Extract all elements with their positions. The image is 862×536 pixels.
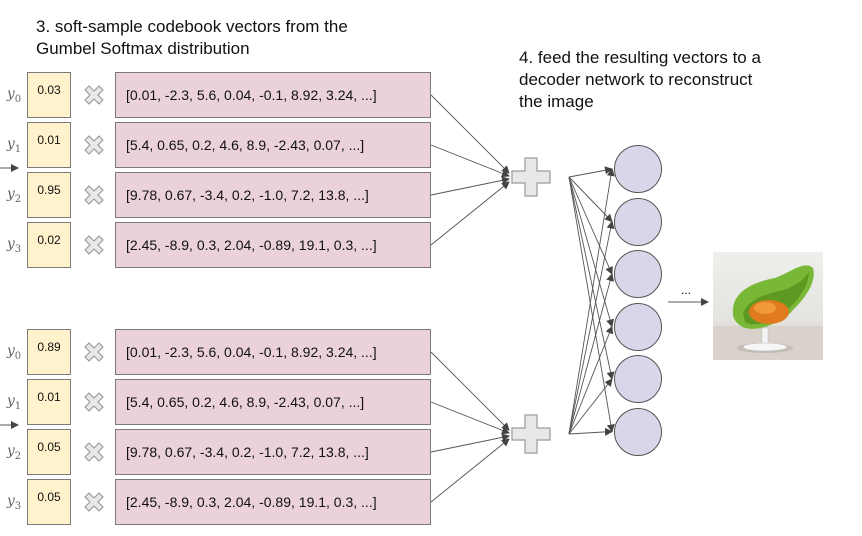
- sum-to-decoder-arrow: [568, 168, 615, 435]
- codebook-vector: [9.78, 0.67, -3.4, 0.2, -1.0, 7.2, 13.8,…: [115, 429, 431, 475]
- sum-to-decoder-arrow: [568, 273, 615, 435]
- decoder-node: [614, 197, 662, 246]
- codebook-index-label: y0: [6, 86, 22, 105]
- sum-to-decoder-arrow: [568, 378, 613, 435]
- decoder-node: [614, 145, 662, 193]
- probability-box: 0.03: [27, 72, 71, 118]
- codebook-vector: [5.4, 0.65, 0.2, 4.6, 8.9, -2.43, 0.07, …: [115, 379, 431, 425]
- decoder-node: [614, 407, 662, 456]
- vector-to-sum-arrow: [430, 401, 510, 435]
- step4-caption: 4. feed the resulting vectors to a decod…: [519, 48, 761, 111]
- multiply-x-icon: [81, 232, 107, 258]
- decoder-ellipsis: ...: [681, 283, 692, 297]
- codebook-index-label: y3: [6, 493, 22, 512]
- sum-to-decoder-arrow: [568, 427, 613, 436]
- probability-box: 0.05: [27, 429, 71, 475]
- multiply-x-icon: [81, 339, 107, 365]
- multiply-x-icon: [81, 489, 107, 515]
- probability-box: 0.89: [27, 329, 71, 375]
- vector-to-sum-arrow: [430, 433, 510, 453]
- codebook-vector: [5.4, 0.65, 0.2, 4.6, 8.9, -2.43, 0.07, …: [115, 122, 431, 168]
- multiply-x-icon: [81, 82, 107, 108]
- sum-plus-icon: [511, 414, 551, 454]
- vector-to-sum-arrow: [430, 351, 510, 431]
- vector-to-sum-arrow: [430, 94, 510, 174]
- sum-plus-icon: [511, 157, 551, 197]
- vector-to-sum-arrow: [430, 438, 510, 503]
- codebook-vector: [2.45, -8.9, 0.3, 2.04, -0.89, 19.1, 0.3…: [115, 479, 431, 525]
- sum-to-decoder-arrow: [568, 325, 614, 435]
- codebook-index-label: y2: [6, 186, 22, 205]
- multiply-x-icon: [81, 439, 107, 465]
- probability-box: 0.95: [27, 172, 71, 218]
- decoder-node: [614, 302, 662, 351]
- codebook-vector: [9.78, 0.67, -3.4, 0.2, -1.0, 7.2, 13.8,…: [115, 172, 431, 218]
- sum-to-decoder-arrow: [568, 220, 615, 435]
- codebook-vector: [2.45, -8.9, 0.3, 2.04, -0.89, 19.1, 0.3…: [115, 222, 431, 268]
- probability-box: 0.01: [27, 379, 71, 425]
- multiply-x-icon: [81, 389, 107, 415]
- multiply-x-icon: [81, 182, 107, 208]
- vector-to-sum-arrow: [430, 176, 510, 196]
- decoder-node: [614, 355, 662, 403]
- sum-to-decoder-arrow: [568, 176, 613, 275]
- sum-to-decoder-arrow: [568, 166, 613, 178]
- codebook-vector: [0.01, -2.3, 5.6, 0.04, -0.1, 8.92, 3.24…: [115, 329, 431, 375]
- probability-box: 0.02: [27, 222, 71, 268]
- multiply-x-icon: [81, 132, 107, 158]
- codebook-index-label: y3: [6, 236, 22, 255]
- codebook-index-label: y1: [6, 136, 22, 155]
- probability-box: 0.01: [27, 122, 71, 168]
- reconstructed-chair-image: [713, 252, 823, 360]
- decoder-node: [614, 250, 662, 298]
- codebook-index-label: y0: [6, 343, 22, 362]
- codebook-index-label: y2: [6, 443, 22, 462]
- codebook-vector: [0.01, -2.3, 5.6, 0.04, -0.1, 8.92, 3.24…: [115, 72, 431, 118]
- codebook-index-label: y1: [6, 393, 22, 412]
- step3-caption: 3. soft-sample codebook vectors from the…: [36, 17, 348, 58]
- probability-box: 0.05: [27, 479, 71, 525]
- vector-to-sum-arrow: [430, 181, 510, 246]
- vector-to-sum-arrow: [430, 144, 510, 178]
